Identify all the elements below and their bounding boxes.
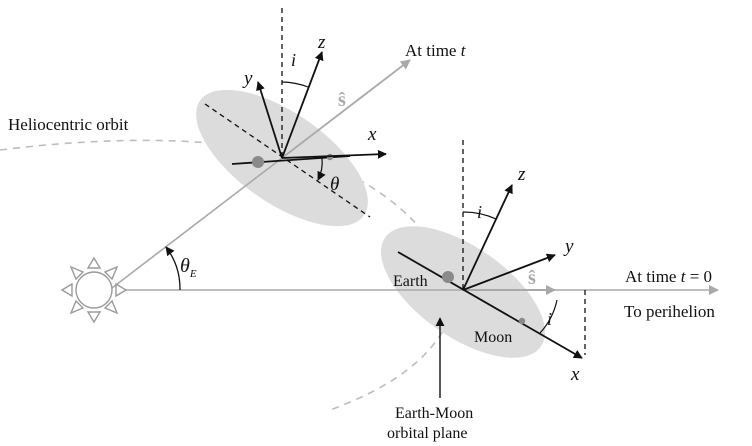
z-axis-bottom [462,184,513,291]
earth-marker-top [252,156,264,168]
plane-label-line2: orbital plane [387,425,467,442]
heliocentric-orbit-label: Heliocentric orbit [8,115,129,134]
y-axis-bottom [462,253,556,291]
z-axis-top [281,51,324,159]
plane-label-line1: Earth-Moon [395,405,473,422]
inclination-arc-bottom-upper [462,211,497,220]
z-axis-label-top: z [317,32,326,53]
y-axis-label-top: y [242,68,253,89]
inclination-label-bottom-upper: i [477,202,482,222]
inclination-arc-top [281,81,309,88]
x-axis-top [281,149,387,159]
theta-label: θ [330,174,339,195]
inclination-label-bottom-lower: i [547,309,552,329]
x-axis-label-top: x [367,124,377,145]
inclination-label-top: i [291,50,296,70]
earth-marker-bottom [442,271,454,283]
theta-e-label: θE [180,255,197,280]
at-time-zero-label: At time t = 0 [625,267,712,286]
moon-marker-bottom [518,317,526,325]
orbital-plane-bottom [381,226,545,358]
inclination-arc-bottom-lower [539,299,558,334]
sun-to-earth-line-top [111,157,283,289]
sun-icon [60,256,128,324]
s-hat-label-top: ŝ [338,89,346,111]
z-axis-label-bottom: z [517,164,526,185]
heliocentric-orbit-path [0,139,456,411]
moon-label: Moon [474,329,512,346]
theta-e-arc [165,246,181,291]
at-time-t-label: At time t [405,41,467,60]
to-perihelion-label: To perihelion [624,302,715,321]
s-hat-direction-top [281,59,411,159]
y-axis-top [256,81,283,159]
theta-arc [317,157,326,181]
x-axis-label-bottom: x [570,364,580,385]
y-axis-label-bottom: y [563,236,574,257]
earth-label: Earth [393,273,428,290]
earth-moon-line-bottom [397,251,583,359]
s-hat-label-bottom: ŝ [528,267,536,289]
